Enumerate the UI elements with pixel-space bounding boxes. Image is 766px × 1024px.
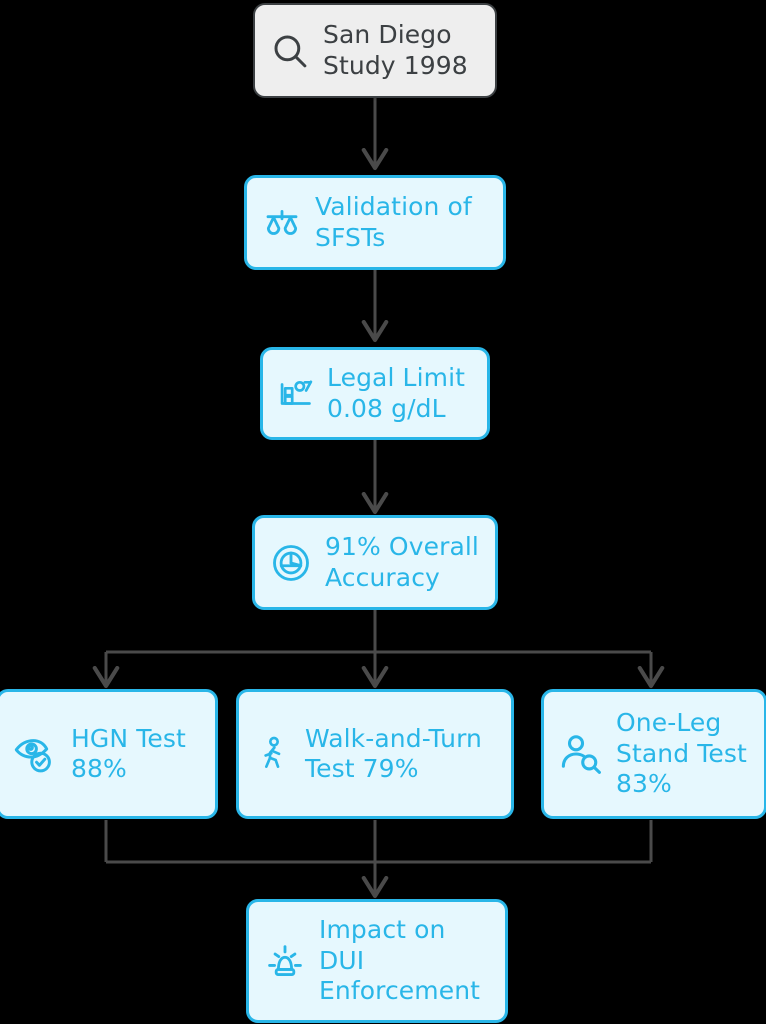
node-one-leg-stand-label: One-Leg Stand Test 83%	[616, 708, 747, 799]
node-legal-limit[interactable]: Legal Limit 0.08 g/dL	[260, 347, 490, 440]
node-hgn-test[interactable]: HGN Test 88%	[0, 689, 218, 819]
node-dui-impact[interactable]: Impact on DUI Enforcement	[246, 899, 508, 1023]
pie-chart-icon	[269, 541, 313, 585]
search-icon	[269, 30, 311, 72]
node-hgn-test-label: HGN Test 88%	[71, 723, 186, 784]
node-overall-accuracy[interactable]: 91% Overall Accuracy	[252, 515, 498, 610]
node-walk-and-turn[interactable]: Walk-and-Turn Test 79%	[236, 689, 514, 819]
node-dui-impact-label: Impact on DUI Enforcement	[319, 915, 481, 1006]
bar-chart-percent-icon	[277, 375, 315, 413]
node-validation[interactable]: Validation of SFSTs	[244, 175, 506, 270]
siren-beacon-icon	[263, 939, 307, 983]
node-study-label: San Diego Study 1998	[323, 20, 468, 80]
node-legal-limit-label: Legal Limit 0.08 g/dL	[327, 363, 466, 423]
person-search-icon	[558, 731, 604, 777]
node-one-leg-stand[interactable]: One-Leg Stand Test 83%	[541, 689, 766, 819]
node-overall-accuracy-label: 91% Overall Accuracy	[325, 532, 479, 592]
node-walk-and-turn-label: Walk-and-Turn Test 79%	[305, 723, 482, 784]
node-validation-label: Validation of SFSTs	[315, 192, 472, 252]
scales-balance-icon	[261, 202, 303, 244]
walking-person-icon	[253, 734, 293, 774]
node-study[interactable]: San Diego Study 1998	[253, 3, 497, 98]
eye-check-icon	[13, 731, 59, 777]
